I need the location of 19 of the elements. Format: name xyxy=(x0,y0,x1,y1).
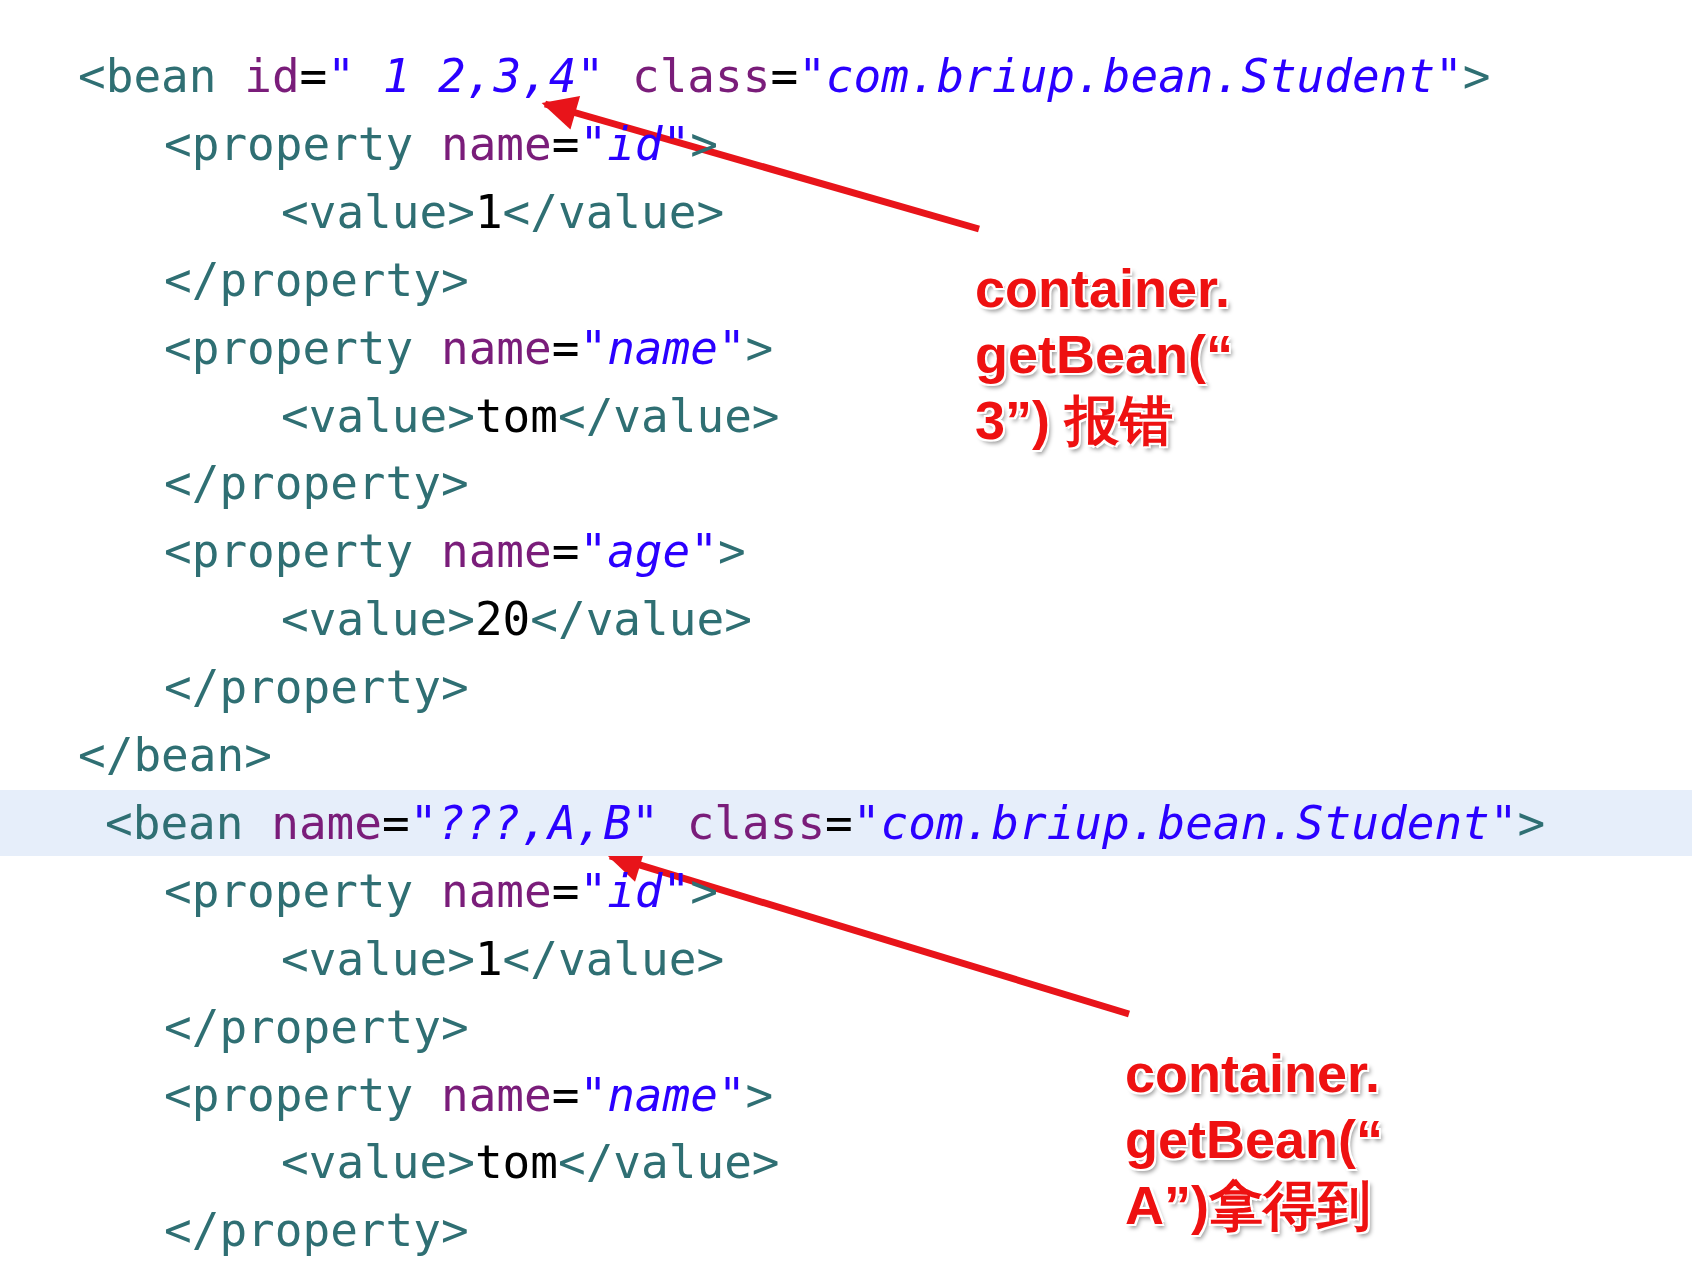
code-line: </property> xyxy=(164,455,469,512)
code-line: <value>tom</value> xyxy=(281,1134,780,1191)
code-line: </property> xyxy=(164,659,469,716)
code-line: </property> xyxy=(164,1202,469,1259)
code-line: <bean id=" 1 2,3,4" class="com.briup.bean.Student"> xyxy=(78,48,1491,104)
code-line: <property name="name"> xyxy=(164,319,774,376)
code-line-text: <bean name="???,A,B" class="com.briup.bean.Student"> xyxy=(105,794,1546,851)
code-line: </bean> xyxy=(78,727,272,783)
annotation-text: container. getBean(“ 3”) 报错 xyxy=(975,225,1305,453)
annotation-text: container. getBean(“ A”)拿得到 xyxy=(1125,1010,1455,1238)
arrow xyxy=(541,95,980,233)
code-line: <property name="name"> xyxy=(164,1066,774,1123)
code-line: <property name="age"> xyxy=(164,523,746,580)
code-line: <value>1</value> xyxy=(281,930,725,987)
code-line: <value>1</value> xyxy=(281,183,725,240)
code-line: <value>tom</value> xyxy=(281,387,780,444)
code-line: <value>20</value> xyxy=(281,591,752,648)
code-line: </property> xyxy=(164,251,469,308)
code-line: </property> xyxy=(164,998,469,1055)
